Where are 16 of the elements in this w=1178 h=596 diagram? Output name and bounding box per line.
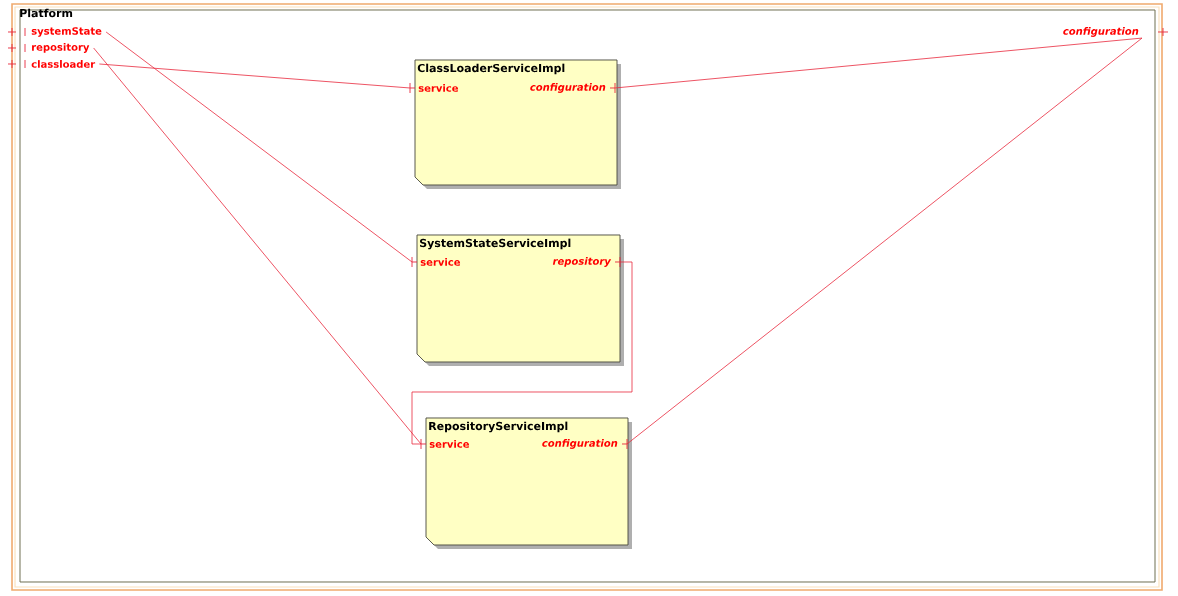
port-label: classloader <box>31 60 96 68</box>
connector <box>93 47 422 445</box>
port-label: configuration <box>530 83 606 93</box>
connector <box>614 37 1143 89</box>
port-label: configuration <box>1063 27 1139 37</box>
port-label: repository <box>552 257 612 267</box>
connector <box>105 31 413 263</box>
connector <box>626 37 1143 445</box>
port-label: systemState <box>31 27 102 37</box>
port-label: service <box>420 258 461 266</box>
port-label: configuration <box>542 439 618 449</box>
connector <box>98 63 411 89</box>
port-label: service <box>418 84 459 92</box>
port-label: service <box>429 440 470 448</box>
connector <box>411 261 633 445</box>
port-label: repository <box>32 43 90 53</box>
